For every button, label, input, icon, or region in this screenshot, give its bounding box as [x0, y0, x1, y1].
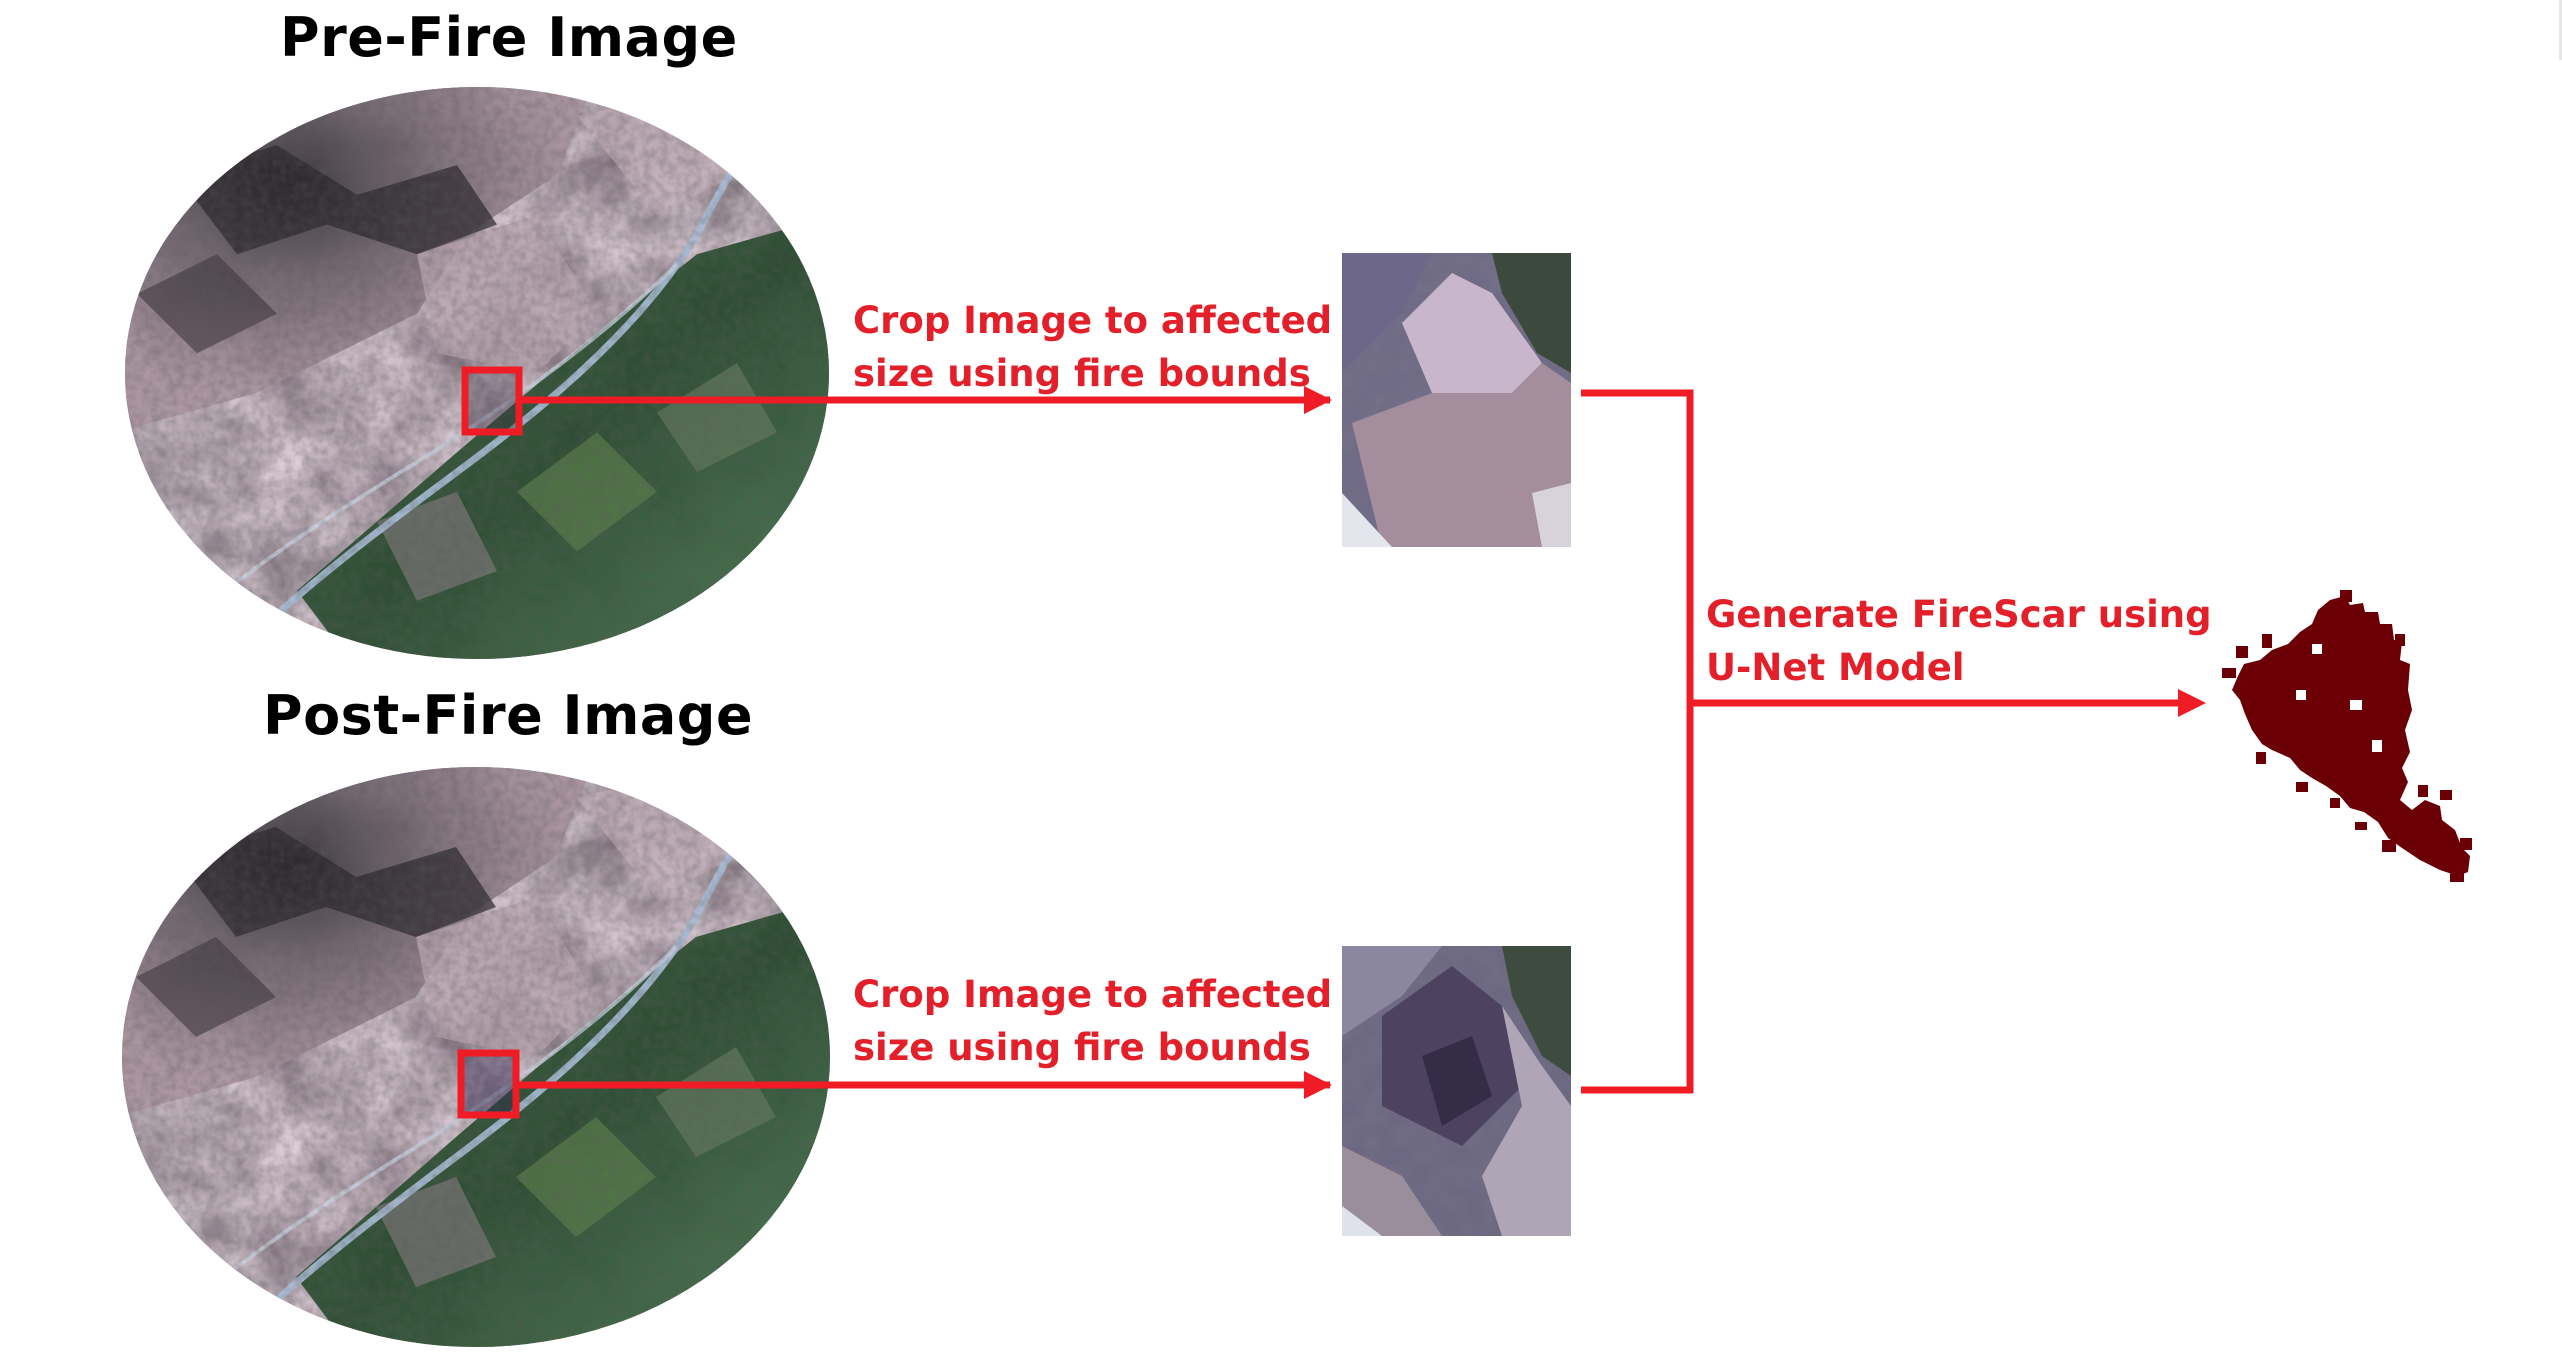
- post-fire-cropped-patch: [1342, 946, 1571, 1236]
- model-step-label-line2: U-Net Model: [1706, 646, 1965, 689]
- model-step-label: Generate FireScar using U-Net Model: [1706, 588, 2212, 694]
- pre-fire-crop-label-line2: size using fire bounds: [853, 352, 1311, 395]
- firescar-output-mask: [2222, 590, 2472, 882]
- post-fire-bounds-box: [457, 1049, 520, 1119]
- post-fire-crop-label-line2: size using fire bounds: [853, 1026, 1311, 1069]
- right-edge-divider: [2559, 0, 2562, 60]
- pre-fire-title: Pre-Fire Image: [280, 6, 738, 69]
- pre-fire-crop-label: Crop Image to affected size using fire b…: [853, 294, 1332, 400]
- post-fire-crop-label-line1: Crop Image to affected: [853, 973, 1333, 1016]
- post-fire-title: Post-Fire Image: [263, 684, 754, 747]
- pre-fire-bounds-box: [461, 366, 523, 436]
- post-fire-crop-label: Crop Image to affected size using fire b…: [853, 968, 1332, 1074]
- pre-fire-crop-arrowhead: [1304, 386, 1332, 414]
- merge-bracket: [1581, 389, 1694, 1094]
- model-step-label-line1: Generate FireScar using: [1706, 593, 2212, 636]
- pre-fire-cropped-patch: [1342, 253, 1571, 547]
- post-fire-crop-arrowhead: [1304, 1071, 1332, 1099]
- pre-fire-crop-label-line1: Crop Image to affected: [853, 299, 1333, 342]
- model-arrowhead: [2178, 689, 2206, 717]
